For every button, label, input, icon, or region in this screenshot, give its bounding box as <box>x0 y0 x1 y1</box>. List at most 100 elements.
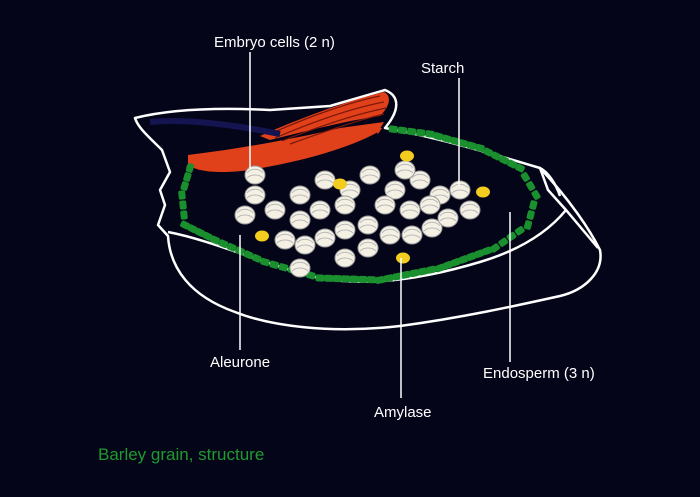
starch-grain-ring <box>401 209 419 214</box>
starch-grain-ring <box>236 214 254 219</box>
embryo-epithelium-cell <box>239 155 248 162</box>
aleurone-cell <box>332 274 342 283</box>
amylase-granule <box>333 178 347 190</box>
starch-grain-ring <box>336 198 354 204</box>
starch-grain <box>357 215 379 235</box>
starch-grain-ring <box>246 174 264 179</box>
starch-grain-ring <box>236 208 254 214</box>
aleurone-cell <box>526 181 536 191</box>
starch-grain <box>459 200 481 220</box>
aleurone-cell <box>251 253 262 263</box>
embryo-epithelium-cell <box>212 160 221 167</box>
aleurone-cell <box>178 190 186 200</box>
starch-grain-ring <box>359 218 377 224</box>
embryo-epithelium-cell <box>365 129 374 136</box>
starch-grain <box>449 180 471 200</box>
aleurone-cell <box>433 132 444 141</box>
starch-grain-ring <box>296 244 314 249</box>
grain-outer-hull <box>133 88 602 331</box>
aleurone-cell <box>243 250 254 260</box>
starch-grain-ring <box>421 198 439 204</box>
starch-grain-ring <box>396 163 414 169</box>
aleurone-cell <box>418 267 428 276</box>
starch-grain-ring <box>451 183 469 189</box>
aleurone-cell <box>498 237 509 247</box>
starch-grain-ring <box>291 213 309 219</box>
aleurone-cell <box>466 252 477 261</box>
embryo-epithelium-cell <box>284 146 293 153</box>
embryo-epithelium-cell <box>311 140 320 147</box>
starch-grain-ring <box>386 189 404 194</box>
aleurone-cell <box>358 275 368 284</box>
aleurone-cell <box>466 141 477 150</box>
starch-grain-ring <box>423 221 441 227</box>
starch-grain <box>289 210 311 230</box>
aleurone-cell <box>458 255 469 264</box>
embryo-epithelium-cell <box>347 133 356 140</box>
starch-grain-ring <box>246 194 264 199</box>
starch-grain-ring <box>451 189 469 194</box>
aleurone-cell <box>515 163 525 173</box>
aleurone-cell <box>507 159 517 169</box>
starch-grain <box>437 208 459 228</box>
embryo-epithelium-cell <box>356 131 365 138</box>
label-amylase: Amylase <box>374 404 432 421</box>
aleurone-cell <box>425 130 435 138</box>
starch-grain-ring <box>291 219 309 224</box>
starch-grain-ring <box>359 241 377 247</box>
embryo-epithelium-cell <box>230 156 239 163</box>
starch-grain-ring <box>361 174 379 179</box>
aleurone-cell <box>409 269 420 278</box>
starch-grain-ring <box>381 228 399 234</box>
embryo-epithelium-cell <box>203 162 212 169</box>
aleurone-cell <box>526 210 535 220</box>
embryo-epithelium-cell <box>374 128 382 134</box>
starch-grain <box>384 180 406 200</box>
diagram-caption: Barley grain, structure <box>98 445 265 464</box>
aleurone-cell <box>180 181 189 191</box>
starch-grain-ring <box>336 251 354 257</box>
aleurone-cell <box>187 224 198 234</box>
aleurone-cell <box>366 276 376 284</box>
starch-grain-ring <box>311 209 329 214</box>
starch-grain <box>234 205 256 225</box>
label-endosperm: Endosperm (3 n) <box>483 365 595 382</box>
starch-grain <box>289 258 311 278</box>
starch-grain <box>409 170 431 190</box>
amylase-granule <box>400 150 414 162</box>
starch-grain-ring <box>266 203 284 209</box>
starch-grain-ring <box>336 257 354 262</box>
starch-grains <box>234 160 481 278</box>
starch-grain <box>314 228 336 248</box>
embryo-epithelium-cell <box>293 144 302 151</box>
aleurone-cell <box>183 172 192 182</box>
starch-grain-ring <box>316 179 334 184</box>
starch-grain-ring <box>439 217 457 222</box>
aleurone-cell <box>324 274 334 282</box>
aleurone-cell <box>269 260 279 269</box>
aleurone-cell <box>416 128 426 137</box>
aleurone-cell <box>388 125 398 134</box>
starch-grain-ring <box>336 223 354 229</box>
starch-grain-ring <box>276 233 294 239</box>
embryo <box>149 92 389 173</box>
embryo-epithelium-cell <box>302 142 311 149</box>
starch-grain-ring <box>336 204 354 209</box>
grain-husk-edge <box>538 167 599 249</box>
aleurone-cell <box>520 172 530 182</box>
starch-grain-ring <box>386 183 404 189</box>
aleurone-cell <box>531 190 541 200</box>
aleurone-cell <box>441 134 452 143</box>
embryo-epithelium-cell <box>194 164 203 171</box>
aleurone-cell <box>218 239 229 249</box>
aleurone-cell <box>179 200 187 210</box>
starch-grain-ring <box>376 204 394 209</box>
starch-grain-ring <box>359 247 377 252</box>
starch-grain <box>309 200 331 220</box>
aleurone-cell <box>397 126 408 135</box>
starch-grain-ring <box>361 168 379 174</box>
aleurone-cell <box>185 163 195 173</box>
starch-grain-ring <box>291 194 309 199</box>
starch-grain-ring <box>411 173 429 179</box>
